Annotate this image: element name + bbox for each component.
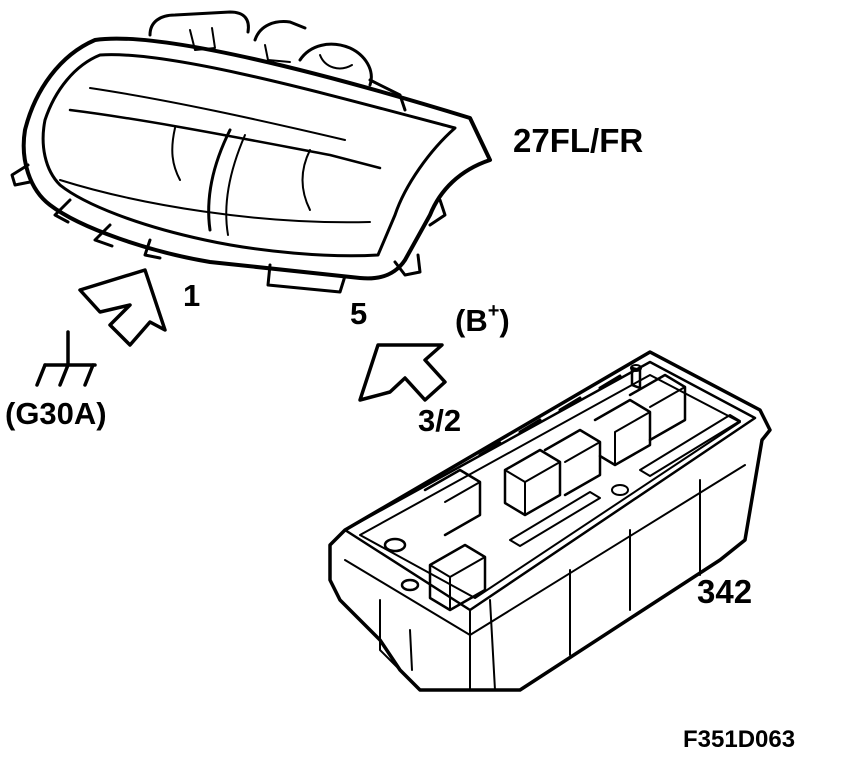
pin-1-label: 1 <box>183 278 201 313</box>
fuse-relay-box-icon <box>328 350 772 692</box>
figure-code: F351D063 <box>683 726 796 753</box>
headlamp-icon <box>10 10 492 294</box>
ground-symbol-icon <box>35 330 97 387</box>
pin-5-label: 5 <box>350 296 368 331</box>
pin-3-2-label: 3/2 <box>418 403 462 438</box>
supply-label-superscript: + <box>487 300 500 322</box>
fusebox-label: 342 <box>697 573 753 610</box>
ground-label: (G30A) <box>5 396 107 431</box>
supply-label-main: (B <box>455 303 488 338</box>
arrow-icon <box>78 268 167 347</box>
supply-label: (B+) <box>455 301 510 338</box>
supply-label-close: ) <box>499 303 510 338</box>
headlamp-label: 27FL/FR <box>513 122 644 159</box>
arrow-icon <box>358 343 447 402</box>
